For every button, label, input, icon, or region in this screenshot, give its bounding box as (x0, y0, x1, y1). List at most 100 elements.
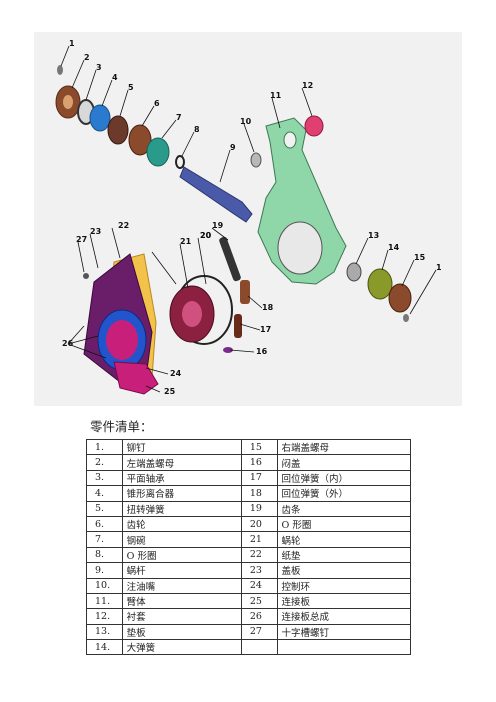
callout-number: 6 (154, 99, 160, 108)
part-number-cell: 21 (240, 531, 278, 548)
cover-assembly (83, 253, 159, 395)
callout-number: 14 (388, 243, 400, 252)
part-10-grease-nipple (250, 152, 262, 168)
callout-number: 5 (128, 83, 134, 92)
part-name-cell: 纸垫 (276, 546, 412, 564)
leader-lines (60, 45, 437, 393)
part-name-cell: 钢碗 (121, 531, 242, 548)
part-name-cell: 扭转弹簧 (121, 500, 242, 517)
part-name-cell: 盖板 (276, 562, 412, 579)
part-number-cell: 24 (240, 577, 278, 594)
table-row: 14.大弹簧 (86, 639, 412, 656)
part-number-cell: 23 (240, 562, 278, 579)
part-9-worm (179, 166, 253, 223)
part-name-cell: 闷盖 (276, 454, 412, 471)
part-number-cell: 11. (86, 592, 123, 610)
part-number-cell: 18 (240, 485, 278, 502)
part-number-cell: 26 (240, 608, 278, 625)
part-name-cell: 蜗轮 (276, 531, 412, 548)
part-number-cell: 2. (86, 454, 123, 471)
part-18-spring-outer (240, 280, 250, 304)
part-number-cell (240, 639, 278, 656)
part-7-steel-cup (146, 137, 170, 167)
part-number-cell: 3. (86, 469, 123, 487)
part-number-cell: 22 (240, 546, 278, 564)
callout-number: 9 (230, 143, 236, 152)
callout-number: 20 (200, 231, 212, 240)
callout-number: 25 (164, 387, 176, 396)
part-number-cell: 14. (86, 639, 123, 656)
part-14-spring (367, 268, 393, 300)
part-name-cell: 右端盖螺母 (276, 438, 412, 456)
callout-number: 10 (240, 117, 252, 126)
callout-labels: 1234567891011121314151161718192021202223… (62, 39, 442, 396)
part-name-cell: 注油嘴 (121, 577, 242, 594)
callout-number: 24 (170, 369, 182, 378)
part-name-cell: O 形圈 (276, 515, 412, 533)
callout-number: 1 (69, 39, 75, 48)
callout-number: 11 (270, 91, 282, 100)
part-name-cell: 回位弹簧（外） (276, 485, 412, 502)
callout-number: 26 (62, 339, 74, 348)
arm-hole (283, 131, 297, 149)
exploded-view-drawing: 1234567891011121314151161718192021202223… (55, 39, 442, 396)
part-name-cell: 齿条 (276, 500, 412, 517)
part-number-cell: 6. (86, 515, 123, 533)
part-name-cell: 平面轴承 (121, 469, 242, 487)
callout-number: 15 (414, 253, 426, 262)
callout-number: 23 (90, 227, 101, 236)
part-number-cell: 15 (240, 438, 278, 456)
part-name-cell: 衬套 (121, 608, 242, 625)
arm-bore (277, 221, 323, 275)
callout-number: 22 (118, 221, 129, 230)
part-number-cell: 17 (240, 469, 278, 487)
part-number-cell: 27 (240, 623, 278, 641)
callout-number: 1 (436, 263, 442, 272)
callout-number: 17 (260, 325, 271, 334)
callout-number: 4 (112, 73, 118, 82)
part-number-cell: 8. (86, 546, 123, 564)
callout-number: 16 (256, 347, 268, 356)
part-number-cell: 13. (86, 623, 123, 641)
part-5-spring (107, 115, 129, 145)
part-19-rack (219, 236, 241, 282)
part-number-cell: 1. (86, 438, 123, 456)
callout-number: 7 (176, 113, 182, 122)
arm-assembly (257, 115, 412, 322)
worm-wheel-hub (182, 301, 202, 327)
part-number-cell: 19 (240, 500, 278, 517)
callout-number: 20 (200, 231, 212, 240)
part-2-nut-hole (63, 95, 73, 109)
part-number-cell: 9. (86, 562, 123, 579)
part-number-cell: 7. (86, 531, 123, 548)
part-number-cell: 16 (240, 454, 278, 471)
part-name-cell: 垫板 (121, 623, 242, 641)
part-1-rivet-right (403, 314, 409, 322)
part-4-cone-clutch (89, 104, 111, 132)
part-17-spring-inner (234, 314, 242, 338)
part-name-cell (276, 639, 412, 656)
part-number-cell: 5. (86, 500, 123, 517)
callout-number: 3 (96, 63, 102, 72)
parts-list-caption: 零件清单： (90, 419, 153, 434)
part-number-cell: 20 (240, 515, 278, 533)
part-name-cell: 连接板总成 (276, 608, 412, 625)
part-name-cell: 臂体 (121, 592, 242, 610)
part-8-o-ring (175, 155, 185, 169)
part-number-cell: 4. (86, 485, 123, 502)
part-number-cell: 12. (86, 608, 123, 625)
part-name-cell: 锥形离合器 (121, 485, 242, 502)
part-name-cell: 齿轮 (121, 515, 242, 533)
part-name-cell: 左端盖螺母 (121, 454, 242, 471)
